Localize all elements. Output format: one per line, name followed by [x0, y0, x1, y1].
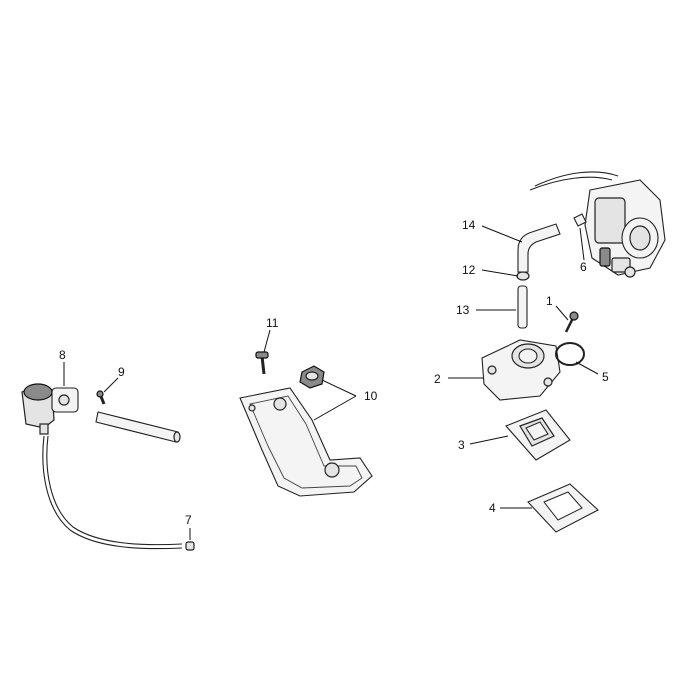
leader-1: [555, 305, 569, 321]
fuel-hose-short: [95, 411, 181, 443]
hose-clamp-part-12: [516, 271, 530, 281]
callout-9: 9: [118, 365, 125, 379]
callout-14: 14: [462, 218, 476, 232]
leader-11: [263, 329, 271, 353]
leader-9: [103, 377, 119, 393]
screw-part-9: [96, 390, 106, 405]
screw-part-11: [255, 351, 269, 375]
leader-14: [481, 225, 523, 243]
leader-10: [313, 379, 357, 421]
intake-manifold-part-2: [481, 339, 561, 401]
fuel-tap-part-8: [21, 383, 79, 435]
gasket-part-4: [527, 483, 599, 533]
cover-plate-part-10: [239, 387, 373, 497]
callout-13: 13: [456, 303, 470, 317]
leader-6: [579, 227, 585, 261]
callout-12: 12: [462, 263, 476, 277]
short-tube-part-13: [517, 285, 528, 329]
callout-11: 11: [266, 316, 279, 330]
callout-6: 6: [580, 260, 587, 274]
leader-3: [469, 435, 509, 445]
clip-part-6: [573, 213, 587, 227]
ring-clamp-part-5: [555, 342, 585, 366]
callout-10: 10: [364, 389, 378, 403]
callout-7: 7: [185, 513, 192, 527]
leader-12: [481, 269, 519, 277]
bolt-part-1: [564, 311, 579, 333]
callout-4: 4: [489, 501, 496, 515]
callout-2: 2: [434, 372, 441, 386]
callout-3: 3: [458, 438, 465, 452]
fuel-hose-long: [42, 435, 183, 550]
reed-valve-part-3: [505, 409, 571, 461]
callout-1: 1: [546, 294, 553, 308]
leader-5: [575, 361, 599, 375]
carburetor: [529, 171, 666, 278]
nut-part-10: [299, 365, 325, 389]
hose-clip-part-7: [185, 541, 195, 551]
bent-hose-part-14: [517, 223, 561, 273]
callout-8: 8: [59, 348, 66, 362]
callout-5: 5: [602, 370, 609, 384]
